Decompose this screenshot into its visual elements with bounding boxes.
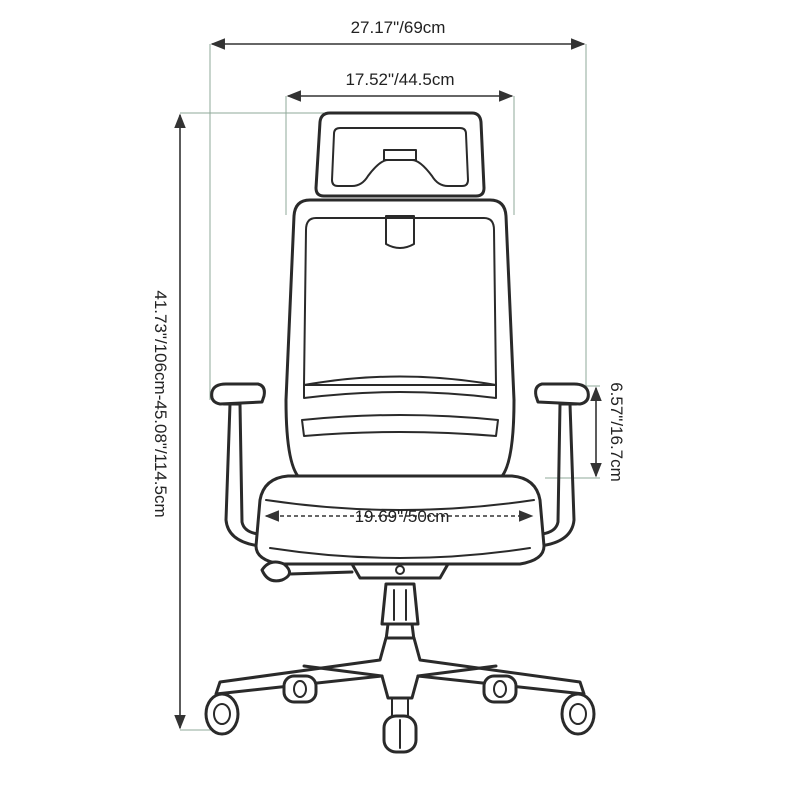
- headrest: [314, 111, 486, 198]
- caster-right: [560, 692, 596, 736]
- overall-height-label: 41.73"/106cm-45.08"/114.5cm: [151, 290, 170, 517]
- dimension-backrest-width: 17.52"/44.5cm: [286, 70, 514, 102]
- seat-mechanism: [260, 560, 450, 583]
- seat-width-label: 19.69"/50cm: [355, 507, 450, 526]
- dimension-overall-width: 27.17"/69cm: [210, 18, 586, 50]
- dimension-armrest-adjust: 6.57"/16.7cm: [590, 382, 626, 482]
- dimension-seat-width: 19.69"/50cm: [264, 507, 534, 526]
- backrest-width-label: 17.52"/44.5cm: [345, 70, 454, 89]
- backrest: [284, 198, 516, 482]
- caster-left: [204, 692, 240, 736]
- dimension-overall-height: 41.73"/106cm-45.08"/114.5cm: [151, 113, 186, 730]
- gas-cylinder: [380, 582, 420, 642]
- caster-back-left: [282, 674, 318, 704]
- overall-width-label: 27.17"/69cm: [351, 18, 446, 37]
- armrest-adjust-label: 6.57"/16.7cm: [607, 382, 626, 482]
- chair-illustration: [204, 111, 596, 754]
- extension-lines: [180, 44, 600, 731]
- caster-back-right: [482, 674, 518, 704]
- star-base: [214, 636, 586, 717]
- caster-front: [382, 714, 418, 754]
